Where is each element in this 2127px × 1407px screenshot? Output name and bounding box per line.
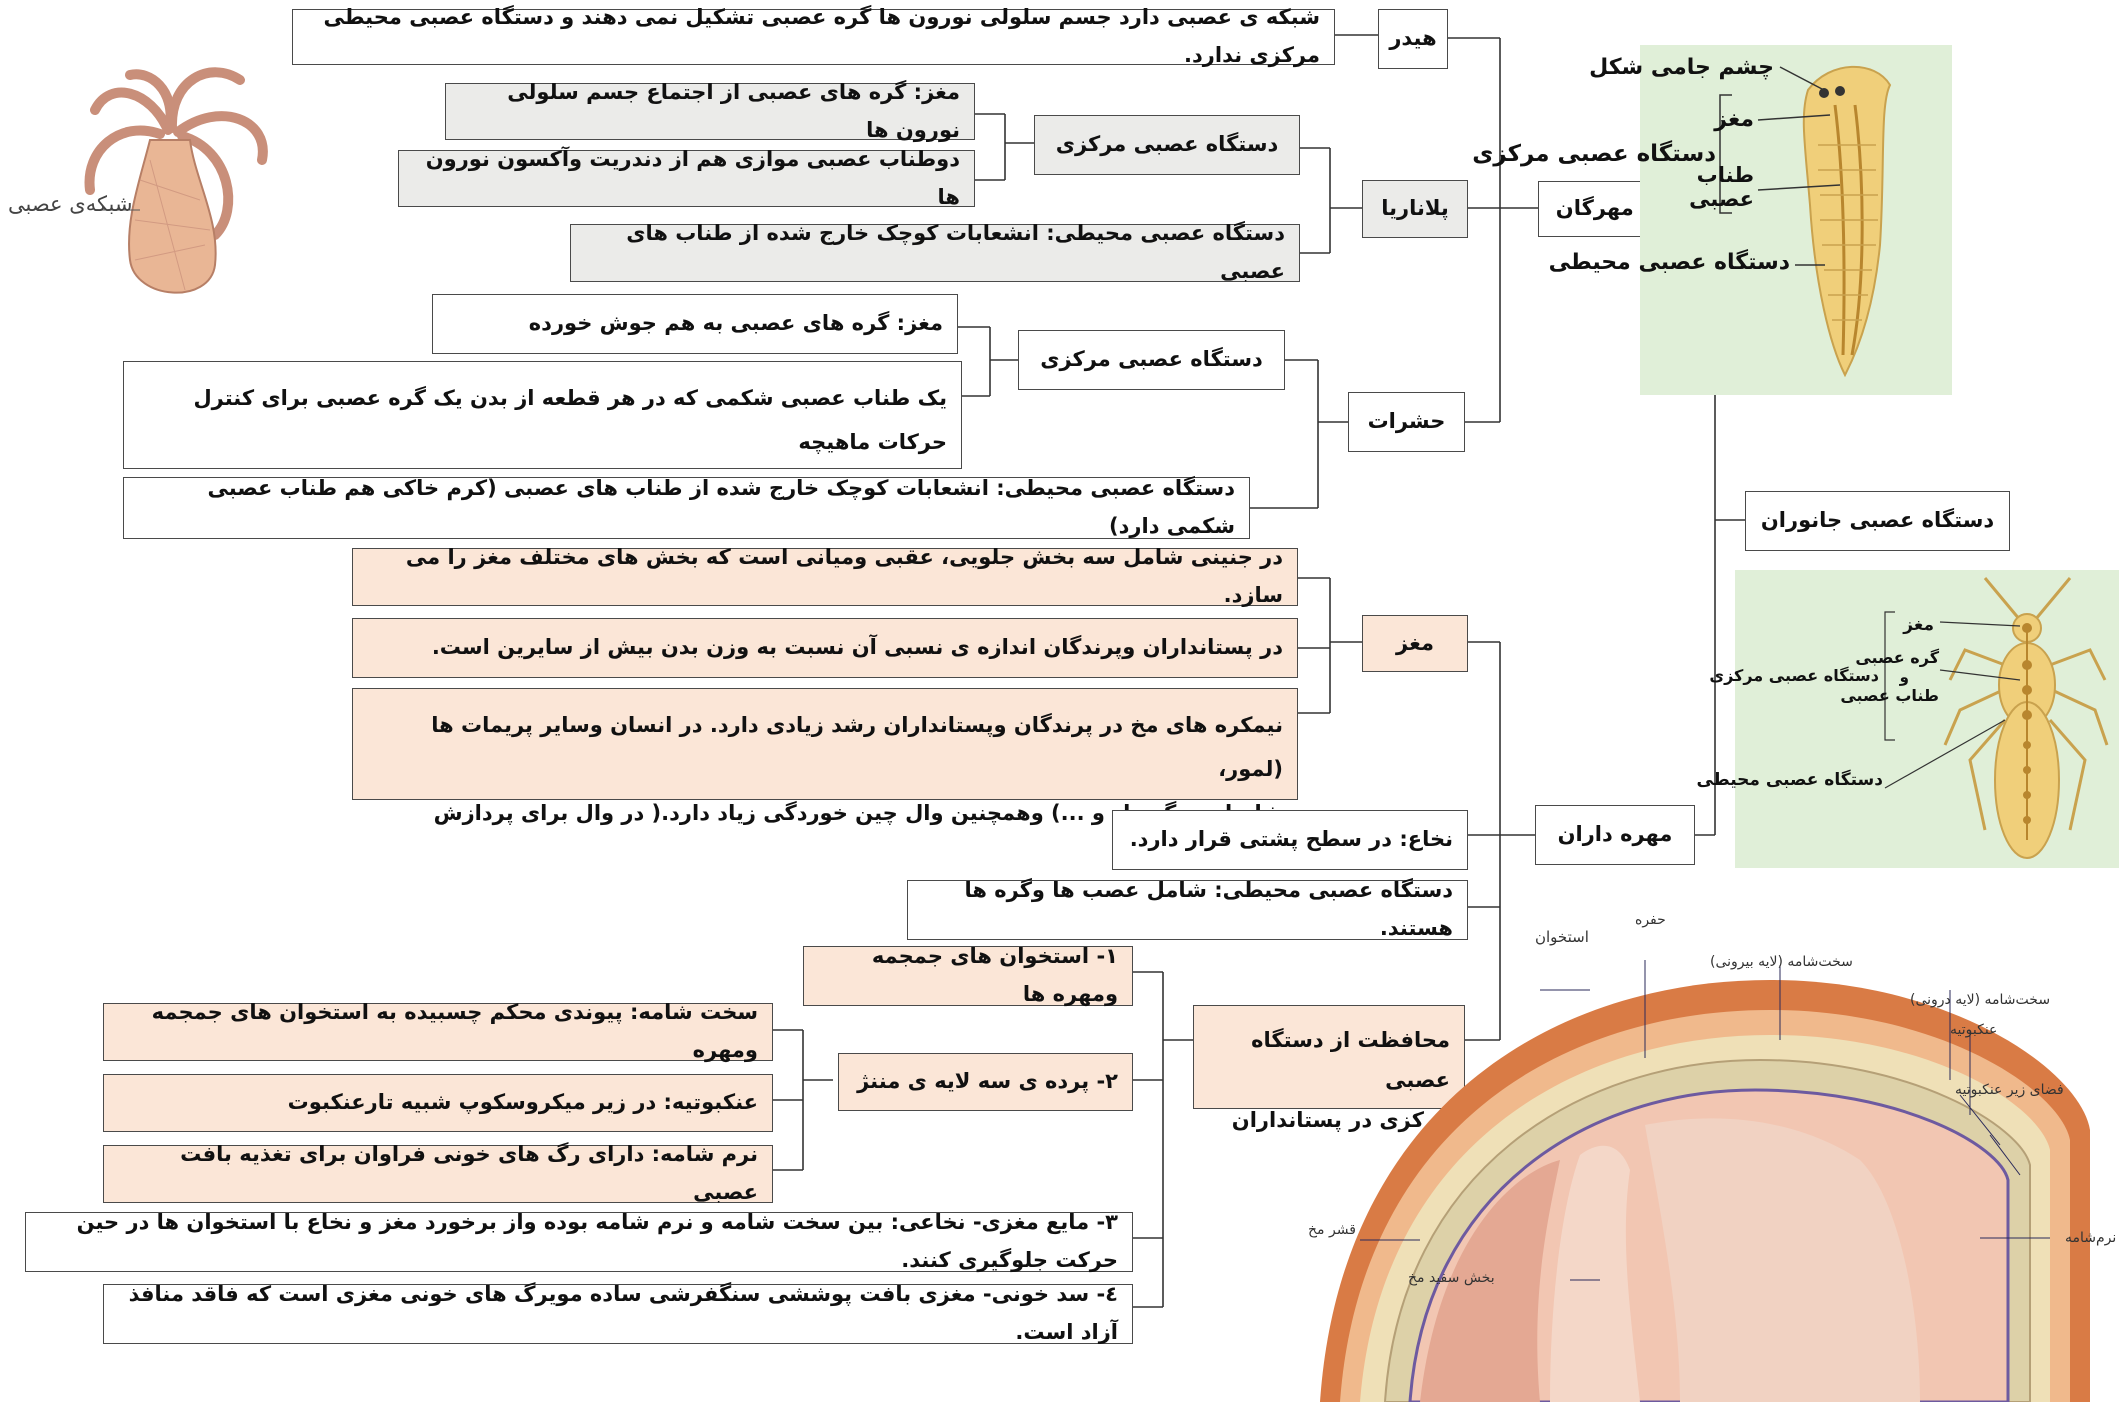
insect-peripheral-label: دستگاه عصبی محیطی xyxy=(1696,770,1883,790)
planaria-peripheral-box: دستگاه عصبی محیطی: انشعابات کوچک خارج شد… xyxy=(570,221,1300,283)
spinal-cord-box: نخاع: در سطح پشتی قرار دارد. xyxy=(1112,810,1468,870)
dura-box: سخت شامه: پیوندی محکم چسبیده به استخوان … xyxy=(103,1000,773,1062)
brain-item-3-line1: نیمکره های مخ در پرندگان وپستانداران رشد… xyxy=(431,713,1283,781)
protection-meninges-text: ۲- پرده ی سه لایه ی مننژ xyxy=(857,1069,1118,1094)
planaria-label: پلاناریا xyxy=(1381,196,1449,221)
insect-ganglion-label-1: گره عصبی xyxy=(1855,648,1939,667)
insects-central-label: دستگاه عصبی مرکزی xyxy=(1040,347,1263,372)
planaria-cords-text: دوطناب عصبی موازی هم از دندریت وآکسون نو… xyxy=(425,146,960,209)
insects-central-node: دستگاه عصبی مرکزی xyxy=(1018,330,1285,390)
meninges-cavity-label: حفره xyxy=(1635,912,1666,928)
planaria-cord2-label: عصبی xyxy=(1689,187,1754,211)
meninges-illustration: استخوان حفره سخت‌شامه (لایه بیرونی) سخت‌… xyxy=(1300,910,2120,1404)
csf-text: ۳- مایع مغزی- نخاعی: بین سخت شامه و نرم … xyxy=(76,1210,1118,1272)
protection-node: محافظت از دستگاه عصبی مرکزی در پستاندارا… xyxy=(1193,1005,1465,1132)
insects-cord-line1: یک طناب عصبی شکمی که در هر قطعه از بدن ی… xyxy=(193,386,947,454)
meninges-arachnoid-label: عنکبوتیه xyxy=(1950,1022,1998,1038)
insect-ganglion-label-2: و xyxy=(1899,668,1909,686)
bbb-text: ٤- سد خونی- مغزی بافت پوششی سنگفرشی ساده… xyxy=(128,1282,1118,1344)
protection-bones-box: ۱- استخوان های جمجمه ومهره ها xyxy=(803,944,1133,1006)
planaria-cord1-label: طناب xyxy=(1696,163,1754,187)
root-node: دستگاه عصبی جانوران xyxy=(1745,491,2010,551)
insects-peripheral-text: دستگاه عصبی محیطی: انشعابات کوچک خارج شد… xyxy=(207,476,1235,538)
brain-item-2: در پستانداران وپرندگان اندازه ی نسبی آن … xyxy=(352,618,1298,678)
planaria-node: پلاناریا xyxy=(1362,180,1468,238)
planaria-brain-text: مغز: گره های عصبی از اجتماع جسم سلولی نو… xyxy=(507,79,960,142)
insects-label: حشرات xyxy=(1367,409,1446,434)
dura-text: سخت شامه: پیوندی محکم چسبیده به استخوان … xyxy=(151,1000,758,1062)
hydra-description: شبکه ی عصبی دارد جسم سلولی نورون ها گره … xyxy=(292,5,1335,67)
meninges-dura-outer-label: سخت‌شامه (لایه بیرونی) xyxy=(1710,954,1853,970)
vertebrates-node: مهره داران xyxy=(1535,805,1695,865)
protection-bones-text: ۱- استخوان های جمجمه ومهره ها xyxy=(871,944,1118,1006)
hydra-net-label: شبکه‌ی عصبی xyxy=(8,192,133,216)
insect-figure-panel: مغز گره عصبی و طناب عصبی دستگاه عصبی مرک… xyxy=(1696,570,2119,868)
brain-item-2-text: در پستانداران وپرندگان اندازه ی نسبی آن … xyxy=(431,635,1283,660)
bbb-box: ٤- سد خونی- مغزی بافت پوششی سنگفرشی ساده… xyxy=(103,1282,1133,1344)
protection-label-line2: مرکزی در پستانداران xyxy=(1231,1108,1450,1132)
meninges-bone-label: استخوان xyxy=(1535,928,1589,946)
insects-node: حشرات xyxy=(1348,392,1465,452)
planaria-drawing xyxy=(1719,65,1892,378)
brain-item-3: نیمکره های مخ در پرندگان وپستانداران رشد… xyxy=(352,688,1298,869)
spinal-cord-text: نخاع: در سطح پشتی قرار دارد. xyxy=(1129,827,1453,852)
hydra-text: شبکه ی عصبی دارد جسم سلولی نورون ها گره … xyxy=(323,5,1320,67)
meninges-subarachnoid-label: فضای زیر عنکبوتیه xyxy=(1955,1082,2064,1098)
root-label: دستگاه عصبی جانوران xyxy=(1760,508,1995,533)
pia-box: نرم شامه: دارای رگ های خونی فراوان برای … xyxy=(103,1142,773,1204)
insect-central-label: دستگاه عصبی مرکزی xyxy=(1709,666,1879,685)
planaria-central-label: دستگاه عصبی مرکزی xyxy=(1472,141,1716,167)
insect-brain-label: مغز xyxy=(1903,615,1934,635)
planaria-brain-label: مغز xyxy=(1714,107,1754,132)
meninges-cortex-label: قشر مخ xyxy=(1308,1222,1356,1238)
hydra-illustration: شبکه‌ی عصبی xyxy=(0,60,290,330)
planaria-peripheral-text: دستگاه عصبی محیطی: انشعابات کوچک خارج شد… xyxy=(626,221,1285,283)
hydra-node: هیدر xyxy=(1378,9,1448,69)
planaria-cords-box: دوطناب عصبی موازی هم از دندریت وآکسون نو… xyxy=(398,147,975,209)
planaria-eyespot-label: چشم جامی شکل xyxy=(1589,55,1774,80)
meninges-dura-inner-label: سخت‌شامه (لایه درونی) xyxy=(1910,992,2051,1008)
brain-item-1: در جنینی شامل سه بخش جلویی، عقبی ومیانی … xyxy=(352,545,1298,607)
planaria-central-label: دستگاه عصبی مرکزی xyxy=(1055,132,1279,157)
meninges-white-matter-label: بخش سفید مخ xyxy=(1408,1270,1495,1286)
vertebrates-label: مهره داران xyxy=(1557,822,1673,847)
insects-cord-box: یک طناب عصبی شکمی که در هر قطعه از بدن ی… xyxy=(123,361,962,498)
meninges-pia-label: نرم‌شامه xyxy=(2065,1230,2117,1246)
insects-peripheral-box: دستگاه عصبی محیطی: انشعابات کوچک خارج شد… xyxy=(123,476,1250,539)
planaria-central-node: دستگاه عصبی مرکزی xyxy=(1034,115,1300,175)
insects-brain-box: مغز: گره های عصبی به هم جوش خورده xyxy=(432,294,958,354)
insect-ganglion-label-3: طناب عصبی xyxy=(1840,686,1939,705)
csf-box: ۳- مایع مغزی- نخاعی: بین سخت شامه و نرم … xyxy=(25,1210,1133,1272)
vertebrate-peripheral-text: دستگاه عصبی محیطی: شامل عصب ها وگره ها ه… xyxy=(964,878,1453,940)
pia-text: نرم شامه: دارای رگ های خونی فراوان برای … xyxy=(180,1142,758,1204)
planaria-brain-box: مغز: گره های عصبی از اجتماع جسم سلولی نو… xyxy=(445,80,975,142)
planaria-peripheral-label: دستگاه عصبی محیطی xyxy=(1548,250,1790,275)
insects-brain-text: مغز: گره های عصبی به هم جوش خورده xyxy=(528,311,943,336)
arachnoid-box: عنکبوتیه: در زیر میکروسکوپ شبیه تارعنکبو… xyxy=(103,1074,773,1132)
brain-label: مغز xyxy=(1396,630,1434,655)
hydra-drawing xyxy=(84,67,268,294)
brain-item-1-text: در جنینی شامل سه بخش جلویی، عقبی ومیانی … xyxy=(405,545,1283,607)
arachnoid-text: عنکبوتیه: در زیر میکروسکوپ شبیه تارعنکبو… xyxy=(287,1090,758,1115)
insect-drawing xyxy=(1884,577,2109,859)
hydra-label: هیدر xyxy=(1389,26,1437,51)
vertebrate-peripheral-box: دستگاه عصبی محیطی: شامل عصب ها وگره ها ه… xyxy=(907,878,1468,940)
planaria-figure-panel: چشم جامی شکل مغز دستگاه عصبی مرکزی طناب … xyxy=(1472,45,1952,395)
brain-node: مغز xyxy=(1362,615,1468,672)
protection-meninges-box: ۲- پرده ی سه لایه ی مننژ xyxy=(838,1053,1133,1111)
meninges-drawing xyxy=(1320,960,2090,1404)
protection-label-line1: محافظت از دستگاه عصبی xyxy=(1251,1028,1450,1092)
